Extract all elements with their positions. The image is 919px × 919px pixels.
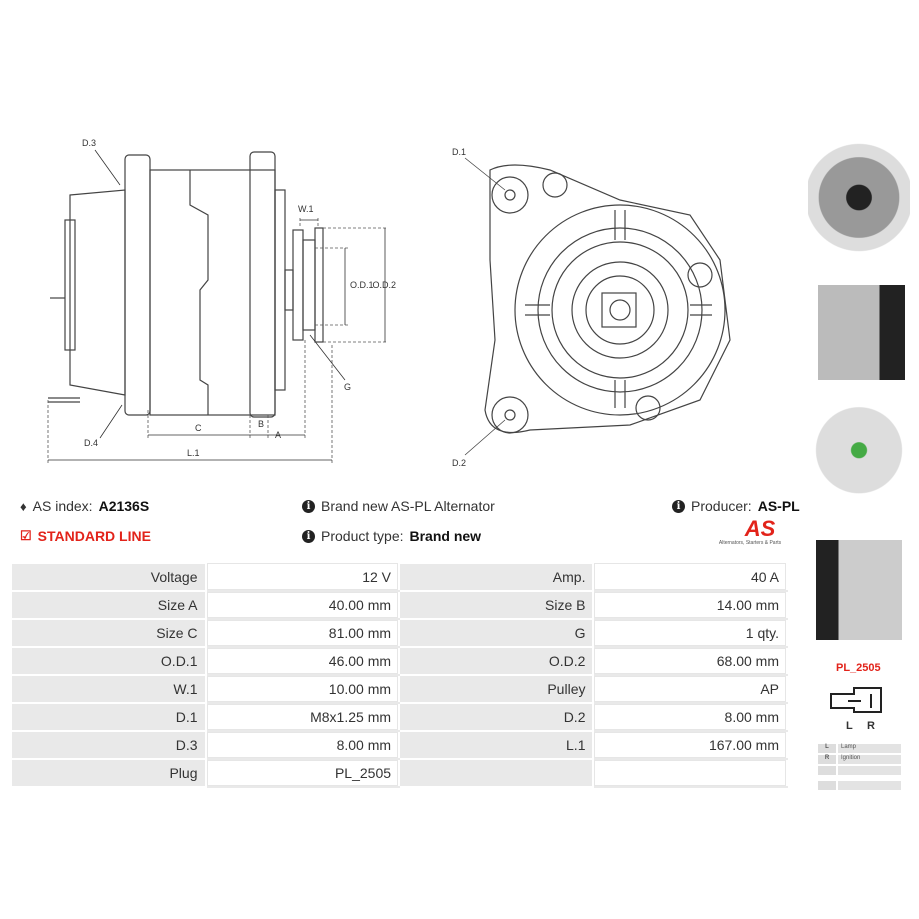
spec-label: D.2 bbox=[398, 702, 595, 732]
label-l1: L.1 bbox=[187, 448, 200, 458]
spec-value: 46.00 mm bbox=[204, 647, 401, 676]
plug-diagram-icon bbox=[830, 687, 882, 713]
label-d4: D.4 bbox=[84, 438, 98, 448]
side-view-drawing: D.3 D.4 W.1 O.D.1 O.D.2 G C B A L.1 bbox=[47, 138, 396, 465]
spec-value: 8.00 mm bbox=[204, 731, 401, 760]
label-a: A bbox=[275, 430, 281, 440]
label-w1: W.1 bbox=[298, 204, 314, 214]
spec-label: L.1 bbox=[398, 730, 595, 760]
spec-value: 8.00 mm bbox=[592, 703, 788, 732]
standard-line-badge: ☑STANDARD LINE bbox=[20, 528, 151, 544]
spec-value: 10.00 mm bbox=[204, 675, 401, 704]
spec-label: Plug bbox=[10, 758, 207, 788]
as-pl-logo: AS Alternators, Starters & Parts bbox=[718, 516, 782, 547]
spec-value: 1 qty. bbox=[592, 619, 788, 648]
label-d2: D.2 bbox=[452, 458, 466, 468]
label-d1: D.1 bbox=[452, 147, 466, 157]
label-b: B bbox=[258, 419, 264, 429]
legend-row bbox=[818, 766, 901, 775]
spec-value: 167.00 mm bbox=[592, 731, 788, 760]
front-view-drawing: D.1 D.2 bbox=[452, 147, 731, 468]
label-g: G bbox=[344, 382, 351, 392]
spec-value: 14.00 mm bbox=[592, 591, 788, 620]
label-c: C bbox=[195, 423, 202, 433]
spec-value: 12 V bbox=[204, 563, 401, 592]
spec-value: 40.00 mm bbox=[204, 591, 401, 620]
legend-row bbox=[818, 781, 901, 790]
spec-label: Size C bbox=[10, 618, 207, 648]
info-icon: i bbox=[672, 499, 685, 513]
label-od1: O.D.1 bbox=[350, 280, 374, 290]
spec-label: O.D.1 bbox=[10, 646, 207, 676]
plug-name: PL_2505 bbox=[836, 662, 881, 674]
spec-label: Amp. bbox=[398, 562, 595, 592]
spec-label: Size A bbox=[10, 590, 207, 620]
spec-value: 81.00 mm bbox=[204, 619, 401, 648]
spec-label: W.1 bbox=[10, 674, 207, 704]
spec-value: PL_2505 bbox=[204, 759, 401, 788]
product-photo-side[interactable] bbox=[808, 285, 910, 380]
info-icon: i bbox=[302, 499, 315, 513]
spec-value bbox=[592, 759, 788, 788]
spec-value: 40 A bbox=[592, 563, 788, 592]
spec-label bbox=[398, 758, 595, 788]
label-od2: O.D.2 bbox=[372, 280, 396, 290]
info-icon: i bbox=[302, 529, 315, 543]
plug-pin-r: R bbox=[867, 720, 875, 732]
spec-label: D.3 bbox=[10, 730, 207, 760]
checkbox-icon: ☑ bbox=[20, 528, 32, 543]
plug-pin-l: L bbox=[846, 720, 853, 732]
tags-icon: ♦ bbox=[20, 498, 27, 514]
spec-value: 68.00 mm bbox=[592, 647, 788, 676]
spec-label: G bbox=[398, 618, 595, 648]
product-photo-front[interactable] bbox=[808, 125, 910, 270]
spec-value: AP bbox=[592, 675, 788, 704]
spec-label: Voltage bbox=[10, 562, 207, 592]
label-d3: D.3 bbox=[82, 138, 96, 148]
as-index: ♦AS index:A2136S bbox=[20, 498, 150, 514]
product-photo-angle[interactable] bbox=[808, 540, 910, 640]
spec-label: Size B bbox=[398, 590, 595, 620]
spec-value: M8x1.25 mm bbox=[204, 703, 401, 732]
spec-label: Pulley bbox=[398, 674, 595, 704]
product-photo-rear[interactable] bbox=[808, 385, 910, 530]
spec-label: O.D.2 bbox=[398, 646, 595, 676]
spec-label: D.1 bbox=[10, 702, 207, 732]
